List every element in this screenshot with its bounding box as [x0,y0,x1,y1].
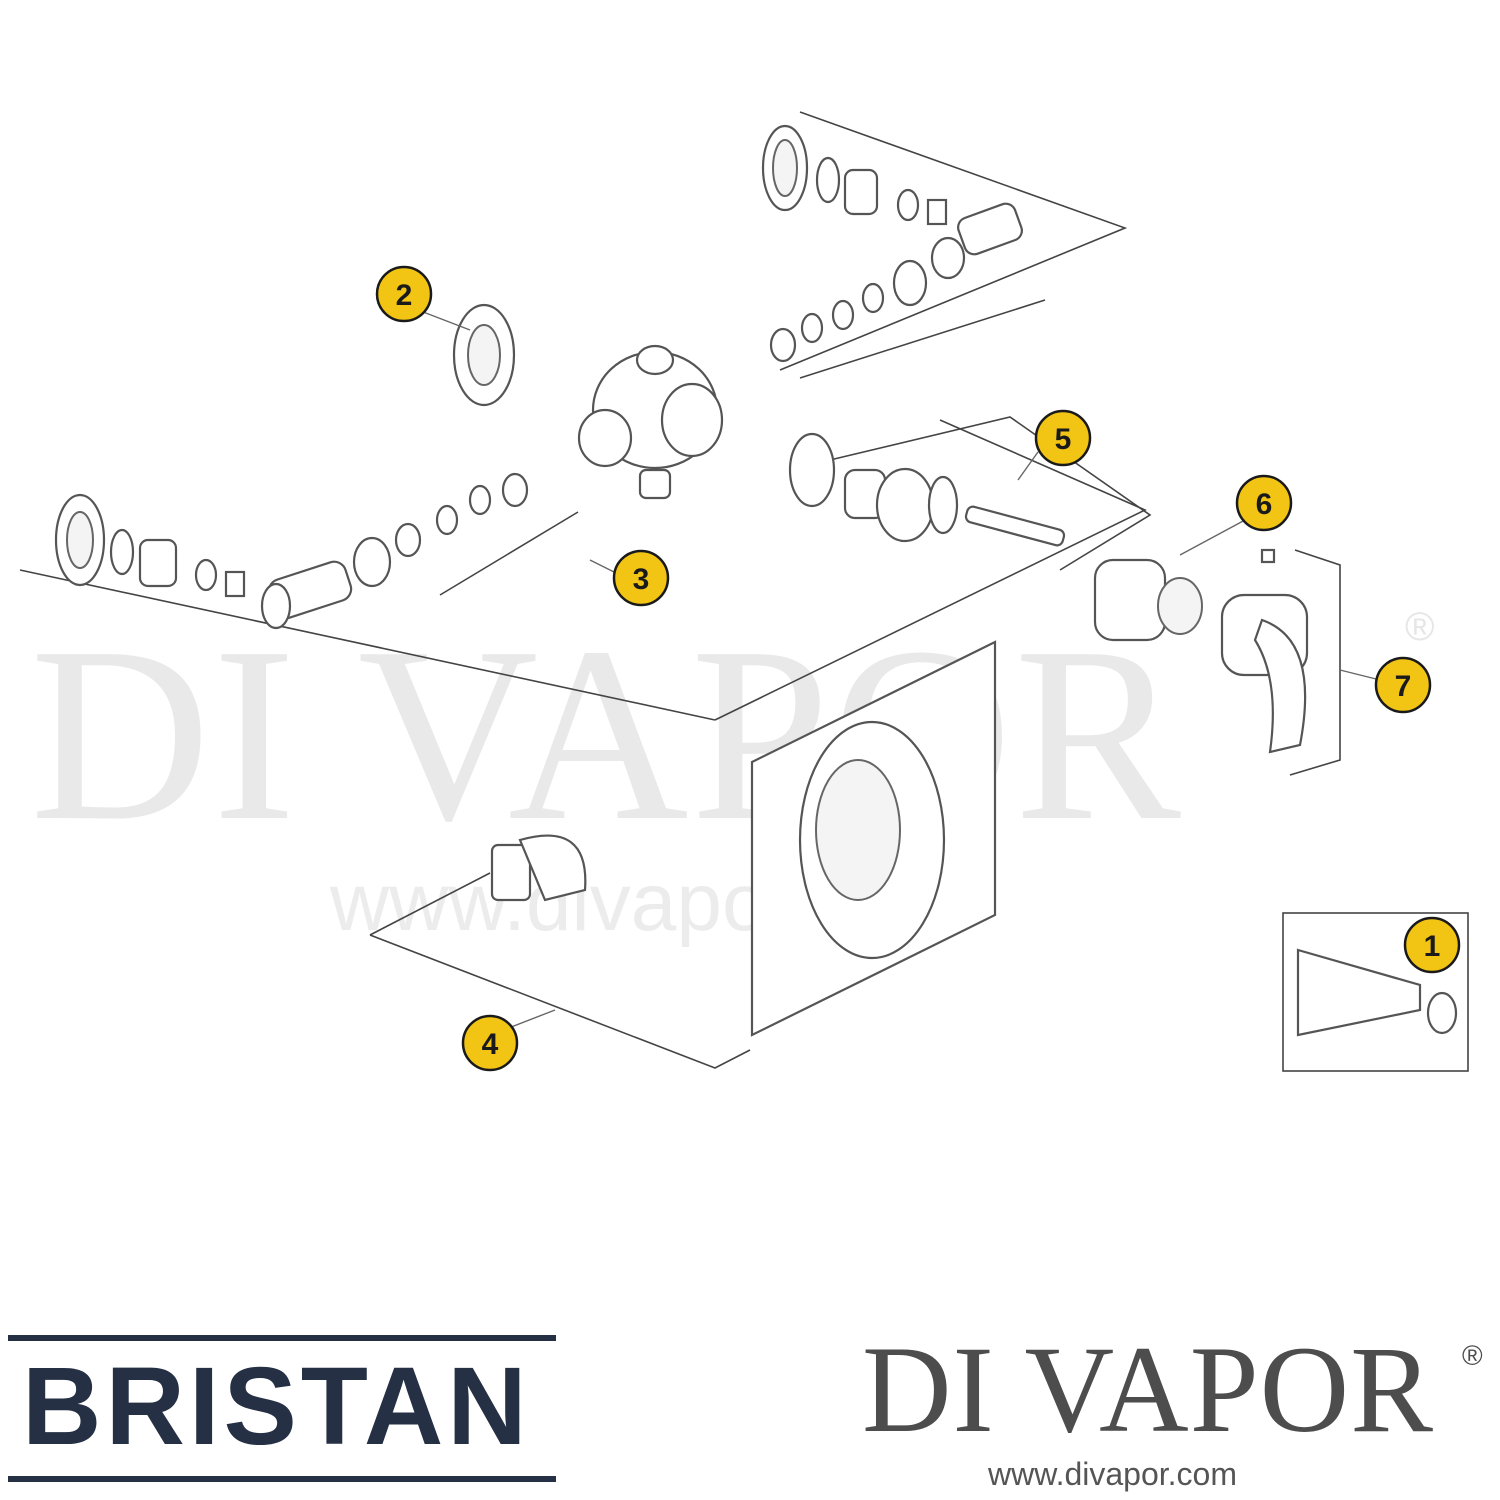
left-small-washer [194,558,218,592]
top-elbow [957,202,1023,256]
left-ring-a [501,472,529,508]
cartridge-o-ring [788,432,836,508]
valve-body-port-left [577,408,633,468]
callout-3-number: 3 [633,563,650,596]
left-fitting [394,522,422,558]
top-inlet-frame [779,111,1128,371]
bristan-logo: BRISTAN [22,1345,531,1468]
cartridge-frame [829,416,1152,571]
callout-2-circle [375,265,433,323]
callout-7-circle [1374,656,1432,714]
top-seal-washer-hole [772,139,798,197]
handle-lever [1253,618,1307,754]
watermark-registered-mark: ® [1405,605,1434,649]
left-ring-c [435,504,459,536]
top-filter [926,198,948,226]
top-ring-c [769,327,797,363]
cartridge-assembly [788,416,1152,571]
trim-frame-bottom [369,934,751,1069]
callout-4-number: 4 [482,1028,499,1061]
spring-cap [1426,991,1458,1035]
valve-body-top-port [635,344,675,376]
leader-2 [417,309,471,331]
top-inlet-assembly [761,111,1128,379]
callout-6: 6 [1235,474,1293,532]
valve-body-frame-inner [439,511,579,596]
callout-3: 3 [612,549,670,607]
top-ring-b [800,312,824,344]
top-ring-a [831,299,855,331]
cartridge-spindle [964,505,1066,547]
top-o-ring [815,156,841,204]
divapor-url: www.divapor.com [988,1456,1237,1492]
valve-body-outlet [638,468,672,500]
valve-body-frame-left [19,569,716,721]
backplate-ring-centre [467,324,501,386]
callout-5-circle [1034,409,1092,467]
top-fitting [861,282,885,314]
left-ring-b [468,484,492,516]
top-nut [843,168,879,216]
top-small-washer [896,188,920,222]
callout-3-circle [612,549,670,607]
cartridge-6-body [1093,558,1167,642]
left-seal-washer-hole [66,511,94,569]
diverter-knob [518,834,587,902]
spring-inset-box [1282,912,1469,1072]
leader-5 [1017,451,1039,481]
watermark-brand: DI VAPOR [30,596,1183,873]
divapor-registered-mark: ® [1462,1340,1483,1371]
callout-4-circle [461,1014,519,1072]
left-inlet-assembly [54,493,353,630]
trim-frame-top [369,872,491,936]
cartridge-6-spline [1157,577,1203,635]
cartridge-ring [927,475,959,535]
left-nut [138,538,178,588]
diverter-body [490,843,532,902]
valve-body-frame-right [714,419,1147,721]
callout-1: 1 [1403,916,1461,974]
callout-2: 2 [375,265,433,323]
handle-frame [1289,549,1341,776]
left-filter [224,570,246,598]
divapor-logo: DI VAPOR [862,1321,1434,1458]
callout-4: 4 [461,1014,519,1072]
spring-inset [1282,912,1469,1072]
callout-5-number: 5 [1055,423,1072,456]
callout-7: 7 [1374,656,1432,714]
callout-6-number: 6 [1256,488,1273,521]
top-inlet-frame-lower [799,299,1046,379]
callout-7-number: 7 [1395,670,1412,703]
left-o-ring [352,536,392,588]
lever-handle-assembly [1220,548,1341,776]
bristan-logo-bottom-bar [8,1476,556,1482]
callout-5: 5 [1034,409,1092,467]
callout-1-circle [1403,916,1461,974]
leader-6 [1179,519,1246,556]
handle-screw [1260,548,1276,564]
trim-plate-opening [815,759,901,901]
top-elbow-end [930,236,966,280]
left-o-ring-2 [109,528,135,576]
valve-body-port-right [660,382,724,458]
leader-7 [1339,669,1381,681]
callout-6-circle [1235,474,1293,532]
callout-1-number: 1 [1424,930,1441,963]
top-o-ring-2 [892,259,928,307]
cartridge-collar [875,467,935,543]
thermostatic-cartridge [1093,558,1203,642]
trim-kit-assembly [369,640,997,1069]
bristan-logo-top-bar [8,1335,556,1341]
left-elbow-end [260,582,292,630]
spring-cone [1296,948,1422,1037]
callout-2-number: 2 [396,279,413,312]
